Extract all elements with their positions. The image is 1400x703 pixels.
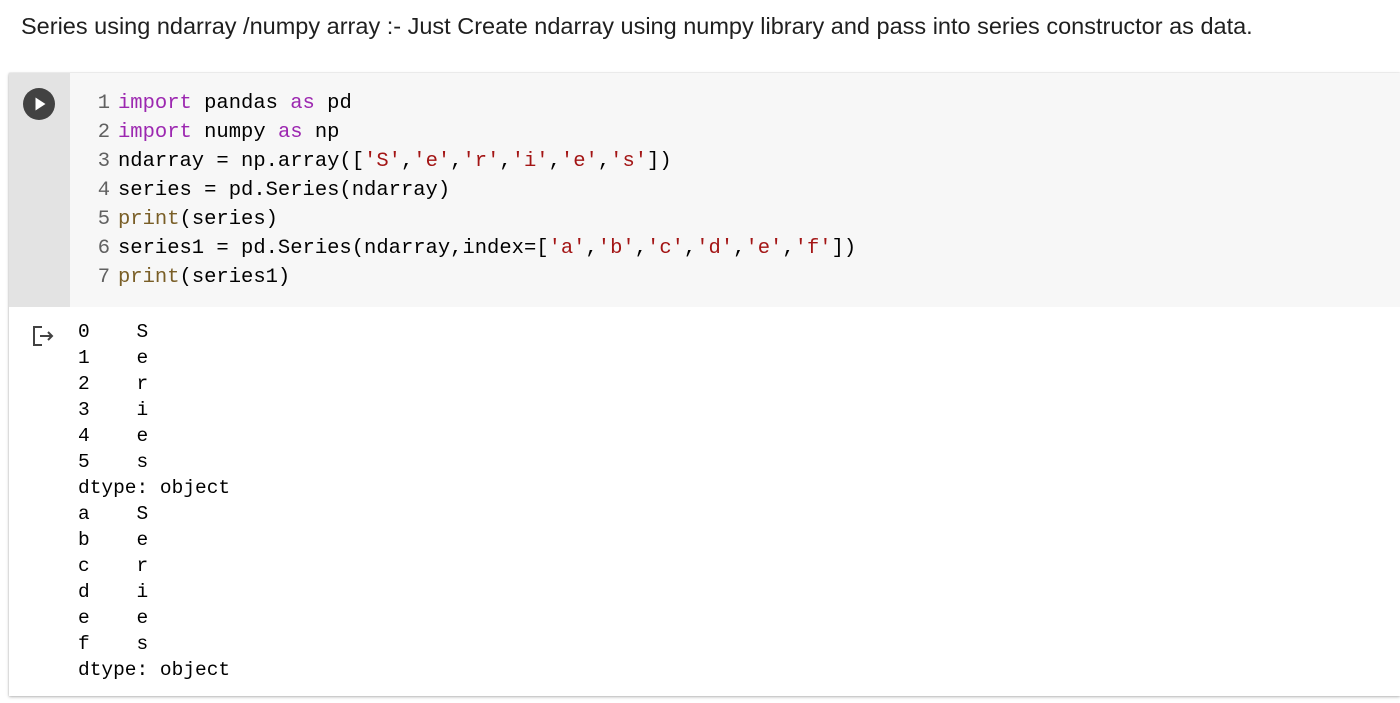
code-token: 'e' [560,150,598,173]
code-token: 'f' [794,237,832,260]
code-token: , [499,150,512,173]
code-token: , [634,237,648,260]
code-token: pd [314,92,352,115]
code-token: (series) [179,208,278,231]
output-line: dtype: object [78,659,231,681]
code-line[interactable]: 5 print(series) [70,205,278,234]
cell-gutter [9,73,70,307]
code-token: , [450,150,463,173]
code-token: print [118,266,180,289]
line-number: 1 [97,92,110,115]
code-line[interactable]: 1 import pandas as pd [70,89,352,118]
line-number: 4 [97,179,110,202]
code-token: 'i' [511,150,549,173]
line-number: 7 [97,266,110,289]
code-line[interactable]: 2 import numpy as np [70,118,340,147]
output-line: 3 i [78,399,149,421]
code-token: series = pd.Series(ndarray) [118,179,451,202]
code-token: ]) [831,237,857,260]
code-token: , [782,237,795,260]
code-token: 'r' [462,150,500,173]
code-token: , [400,150,414,173]
code-token: , [733,237,746,260]
output-arrow-icon [33,326,54,346]
code-token: ]) [647,150,672,173]
code-token: 'b' [597,237,635,260]
code-token: series1 = pd.Series(ndarray,index=[ [118,237,549,260]
line-number: 3 [97,150,110,173]
run-cell-button[interactable] [23,88,55,120]
cell-output: 0 S 1 e 2 r 3 i 4 e 5 s dtype: object a S b e c r… [9,307,1400,696]
code-token: 'd' [696,237,734,260]
code-token: pandas [191,92,291,115]
code-line[interactable]: 7 print(series1) [70,263,291,292]
output-line: b e [78,529,149,551]
description-text: Series using ndarray /numpy array :- Jus… [21,13,1253,39]
code-token: import [118,92,192,115]
output-line: dtype: object [78,477,231,499]
code-token: 'S' [364,150,401,173]
output-line: e e [78,607,149,629]
code-token: import [118,121,192,144]
line-number: 5 [97,208,110,231]
code-token: , [585,237,598,260]
code-token: numpy [191,121,278,144]
output-line: a S [78,503,149,525]
code-token: , [548,150,561,173]
code-token: as [290,92,315,115]
code-token: , [597,150,611,173]
output-line: d i [78,581,149,603]
code-token: print [118,208,180,231]
code-token: np [302,121,340,144]
output-line: 0 S [78,321,149,343]
code-token: 's' [610,150,648,173]
output-line: 5 s [78,451,149,473]
code-token: ndarray = np.array([ [118,150,365,173]
output-line: 4 e [78,425,149,447]
code-token: 'e' [745,237,783,260]
output-line: c r [78,555,149,577]
output-line: 1 e [78,347,149,369]
output-line: 2 r [78,373,149,395]
play-icon [35,97,46,111]
code-token: , [683,237,697,260]
code-cell[interactable]: 1 import pandas as pd 2 import numpy as np 3… [9,73,1400,696]
code-line[interactable]: 6 series1 = pd.Series(ndarray,index=['a',… [70,234,857,263]
code-token: 'c' [647,237,684,260]
code-line[interactable]: 4 series = pd.Series(ndarray) [70,176,450,205]
code-token: 'e' [413,150,451,173]
code-editor[interactable]: 1 import pandas as pd 2 import numpy as np 3… [70,73,1400,307]
code-token: (series1) [179,266,291,289]
output-line: f s [78,633,149,655]
line-number: 6 [97,237,110,260]
line-number: 2 [97,121,110,144]
code-token: as [277,121,303,144]
code-token: 'a' [548,237,586,260]
